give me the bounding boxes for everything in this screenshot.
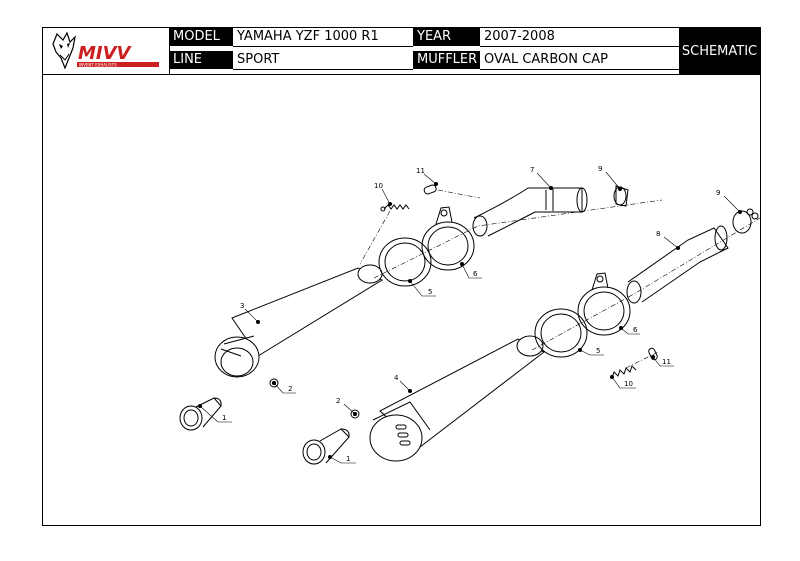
- year-value: 2007-2008: [480, 28, 679, 47]
- logo-tagline: INVENT EXHAUSTS: [79, 62, 117, 67]
- title-block: MIVV INVENT EXHAUSTS MODEL YAMAHA YZF 10…: [43, 28, 760, 75]
- schematic-badge: SCHEMATIC: [679, 28, 760, 74]
- logo-mark-icon: MIVV INVENT EXHAUSTS: [52, 31, 159, 70]
- brand-logo: MIVV INVENT EXHAUSTS: [43, 28, 170, 74]
- drawing-sheet: MIVV INVENT EXHAUSTS MODEL YAMAHA YZF 10…: [42, 27, 761, 526]
- line-value: SPORT: [233, 51, 413, 70]
- line-label: LINE: [169, 51, 233, 69]
- logo-brand-text: MIVV: [78, 43, 133, 64]
- year-label: YEAR: [413, 28, 480, 46]
- model-label: MODEL: [169, 28, 233, 46]
- model-value: YAMAHA YZF 1000 R1: [233, 28, 413, 47]
- muffler-label: MUFFLER: [413, 51, 480, 69]
- muffler-value: OVAL CARBON CAP: [480, 51, 679, 70]
